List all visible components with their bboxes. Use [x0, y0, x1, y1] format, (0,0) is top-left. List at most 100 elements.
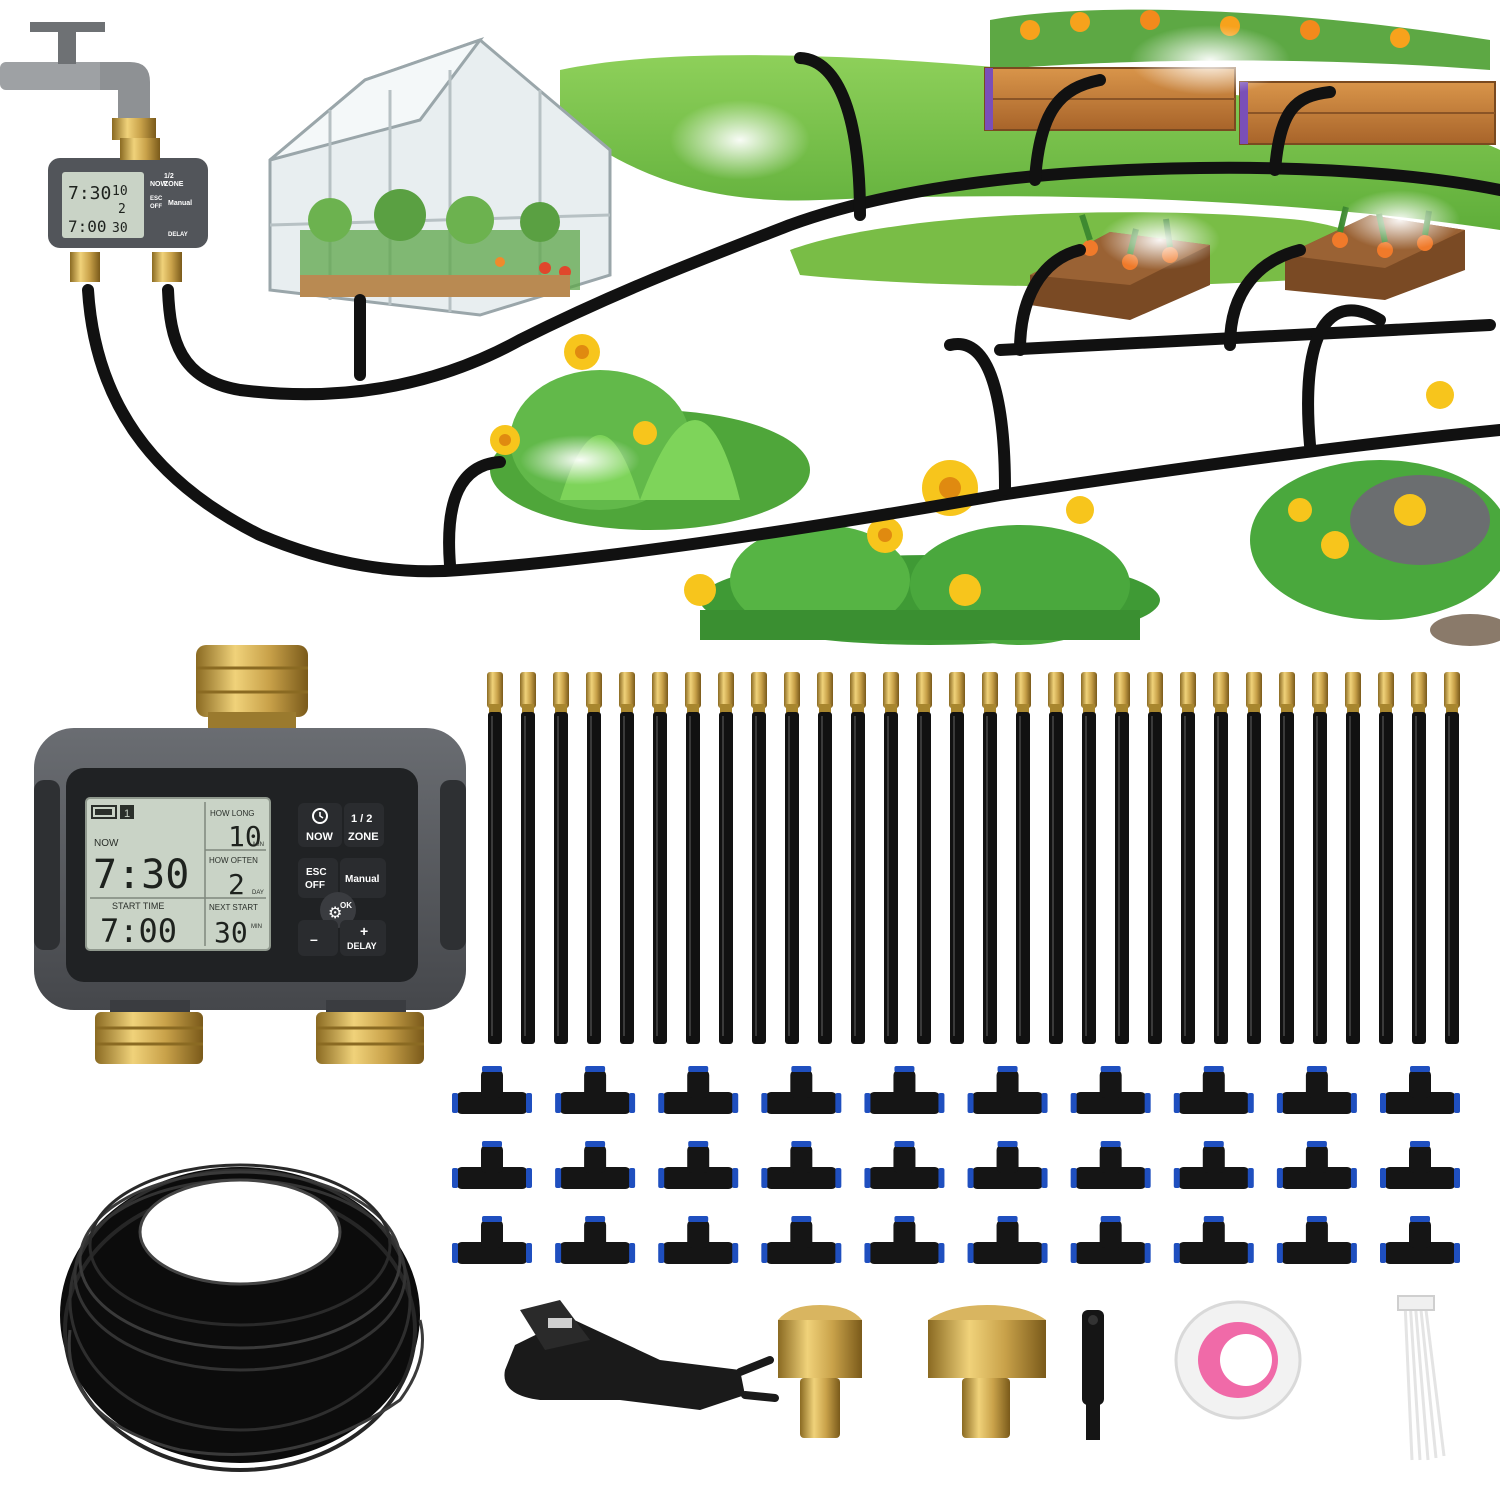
scene-timer-howlong: 10: [112, 184, 128, 199]
tee-connector: [864, 1141, 945, 1189]
scene-timer-now-btn: NOW: [150, 181, 168, 188]
lcd-how-often-label: HOW OFTEN: [209, 856, 258, 865]
plus-label: +: [360, 923, 368, 939]
esc-label: ESC: [306, 867, 327, 878]
mist-tube: [784, 672, 800, 1044]
lcd-how-long-unit: MIN: [253, 842, 264, 848]
scene-timer-now: 7:30: [68, 183, 111, 204]
tee-connector: [452, 1066, 532, 1114]
water-timer: 1 NOW 7:30 START TIME 7:00 HOW LONG 10 M…: [34, 645, 466, 1064]
delay-plus-button[interactable]: [340, 920, 386, 956]
tee-connector: [1173, 1216, 1254, 1264]
lcd-zone-number: 1: [124, 808, 130, 820]
tubing-coil: [60, 1163, 424, 1472]
mist-tube: [553, 672, 569, 1044]
tee-connector: [967, 1216, 1048, 1264]
brass-adapter-2: [928, 1305, 1046, 1438]
scene-timer-zone-top: 1/2: [164, 173, 174, 180]
off-label: OFF: [305, 880, 325, 891]
mist-tube: [949, 672, 965, 1044]
outlet-zone-2: [316, 1012, 424, 1064]
mist-tube: [586, 672, 602, 1044]
mist-tube: [520, 672, 536, 1044]
tee-connector: [761, 1066, 842, 1114]
scene-timer-esc: ESC: [150, 196, 163, 202]
mist-tube: [1246, 672, 1262, 1044]
zone-button-label: ZONE: [348, 831, 379, 843]
tee-connector: [1380, 1216, 1460, 1264]
tee-connector: [452, 1141, 532, 1189]
tee-connector: [864, 1216, 945, 1264]
mist-tube: [982, 672, 998, 1044]
tee-connector: [1276, 1141, 1357, 1189]
clock-icon: [312, 808, 328, 824]
mist-tube-set: [487, 672, 1460, 1044]
tee-connector: [967, 1141, 1048, 1189]
esc-off-button[interactable]: [298, 858, 338, 898]
tee-connector: [555, 1216, 636, 1264]
supply-tubing: [82, 52, 1500, 578]
lcd-how-often-value: 2: [228, 868, 245, 901]
mist-tube: [817, 672, 833, 1044]
lcd-next-start-value: 30: [214, 916, 248, 949]
tee-connector: [1276, 1066, 1357, 1114]
cable-ties: [1397, 1295, 1446, 1461]
tee-connector: [1276, 1216, 1357, 1264]
tee-connector: [967, 1066, 1048, 1114]
mist-tube: [850, 672, 866, 1044]
lcd-next-start-label: NEXT START: [209, 903, 258, 912]
tee-connector: [658, 1141, 739, 1189]
scene-timer-delay: DELAY: [168, 232, 188, 238]
mist-tube: [1081, 672, 1097, 1044]
mist-tube: [1114, 672, 1130, 1044]
minus-button[interactable]: [298, 920, 338, 956]
outlet-zone-1: [95, 1012, 203, 1064]
brass-adapter-1: [778, 1305, 862, 1438]
mist-tube: [916, 672, 932, 1044]
zone-button[interactable]: [344, 803, 384, 847]
mist-tube: [1444, 672, 1460, 1044]
lcd-how-long-label: HOW LONG: [210, 809, 254, 818]
mist-tube: [883, 672, 899, 1044]
lcd-start-time-label: START TIME: [112, 901, 164, 911]
mist-tube: [751, 672, 767, 1044]
now-button[interactable]: [298, 803, 342, 847]
tee-connector: [1070, 1066, 1151, 1114]
tee-connector: [1380, 1141, 1460, 1189]
mist-tube: [619, 672, 635, 1044]
tee-connector: [658, 1066, 739, 1114]
mist-tube: [1213, 672, 1229, 1044]
garden-faucet: [0, 22, 156, 140]
mist-tube: [1147, 672, 1163, 1044]
mist-tube: [1312, 672, 1328, 1044]
mist-tube: [1411, 672, 1427, 1044]
scene-timer-zone-btn: ZONE: [164, 181, 184, 188]
lcd-start-time-value: 7:00: [100, 912, 177, 950]
hole-punch-tool: [1082, 1310, 1104, 1440]
mist-tube: [685, 672, 701, 1044]
tee-connector: [452, 1216, 532, 1264]
tee-connector: [555, 1066, 636, 1114]
mist-tube: [652, 672, 668, 1044]
manual-button[interactable]: [340, 858, 386, 898]
battery-icon: [91, 805, 117, 819]
tee-connector: [1173, 1066, 1254, 1114]
timer-lcd: [85, 797, 271, 951]
tee-connector-set: [452, 1066, 1460, 1264]
lcd-now-time: 7:30: [93, 852, 189, 898]
mist-tube: [1279, 672, 1295, 1044]
mist-tube: [1378, 672, 1394, 1044]
tee-connector: [1380, 1066, 1460, 1114]
mist-tube: [1015, 672, 1031, 1044]
back-lawn: [560, 55, 1500, 230]
scene-timer: 7:30 7:00 10 2 30 NOW ZONE 1/2 ESC OFF M…: [48, 138, 208, 282]
mist-tube: [1180, 672, 1196, 1044]
zone-button-top: 1 / 2: [351, 813, 372, 825]
tee-connector: [658, 1216, 739, 1264]
minus-label: –: [310, 931, 318, 947]
ok-button[interactable]: [320, 892, 356, 928]
greenhouse: [268, 36, 612, 317]
scene-timer-next: 30: [112, 221, 128, 236]
scene-timer-off: OFF: [150, 204, 162, 210]
